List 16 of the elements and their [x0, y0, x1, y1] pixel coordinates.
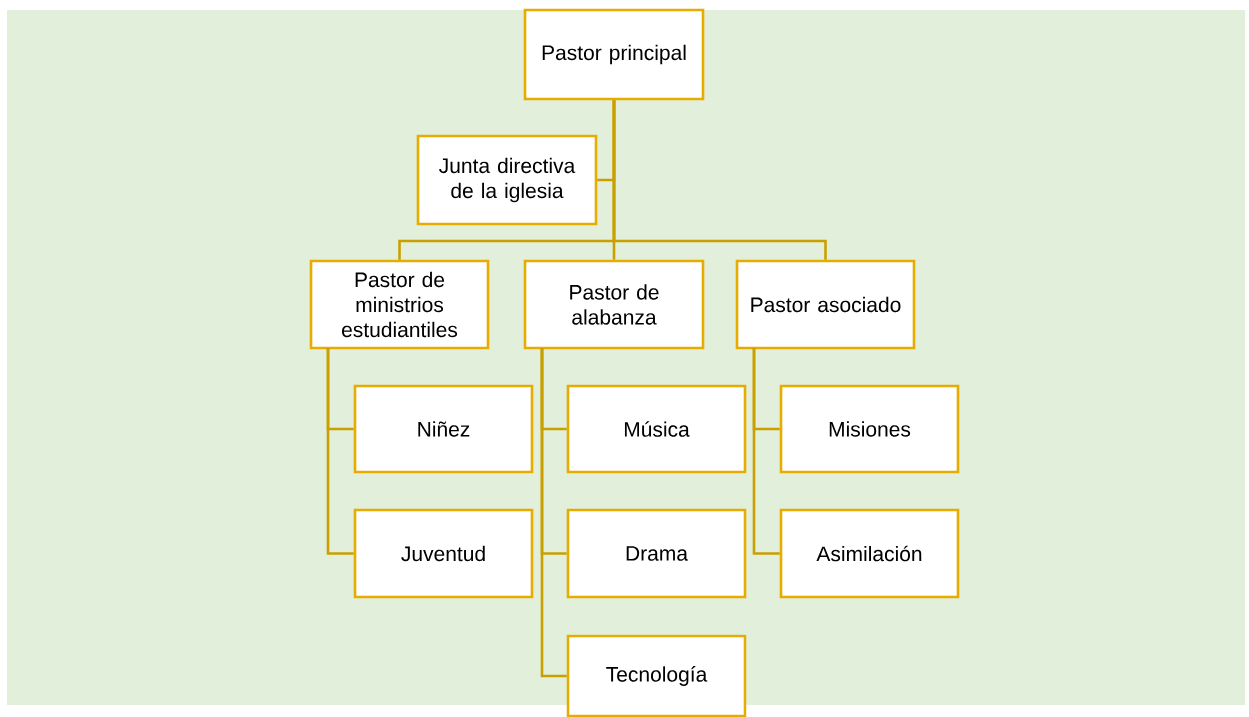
position-box: Pastor asociado: [735, 259, 916, 350]
position-box: Pastor principal: [523, 8, 705, 101]
connector-line: [540, 348, 567, 678]
position-box: Misiones: [779, 384, 960, 474]
connector-line: [612, 100, 827, 260]
connector-line: [326, 348, 354, 555]
position-box: Junta directiva de la iglesia: [416, 134, 598, 226]
position-box: Niñez: [353, 384, 534, 474]
position-box: Asimilación: [779, 508, 960, 599]
position-box: Música: [566, 384, 747, 474]
position-box: Pastor de ministrios estudiantiles: [309, 259, 490, 350]
connector-line: [752, 348, 780, 555]
position-box: Drama: [566, 508, 747, 599]
position-box: Tecnología: [566, 634, 747, 717]
position-box: Juventud: [353, 508, 534, 599]
position-box: Pastor de alabanza: [523, 259, 705, 350]
